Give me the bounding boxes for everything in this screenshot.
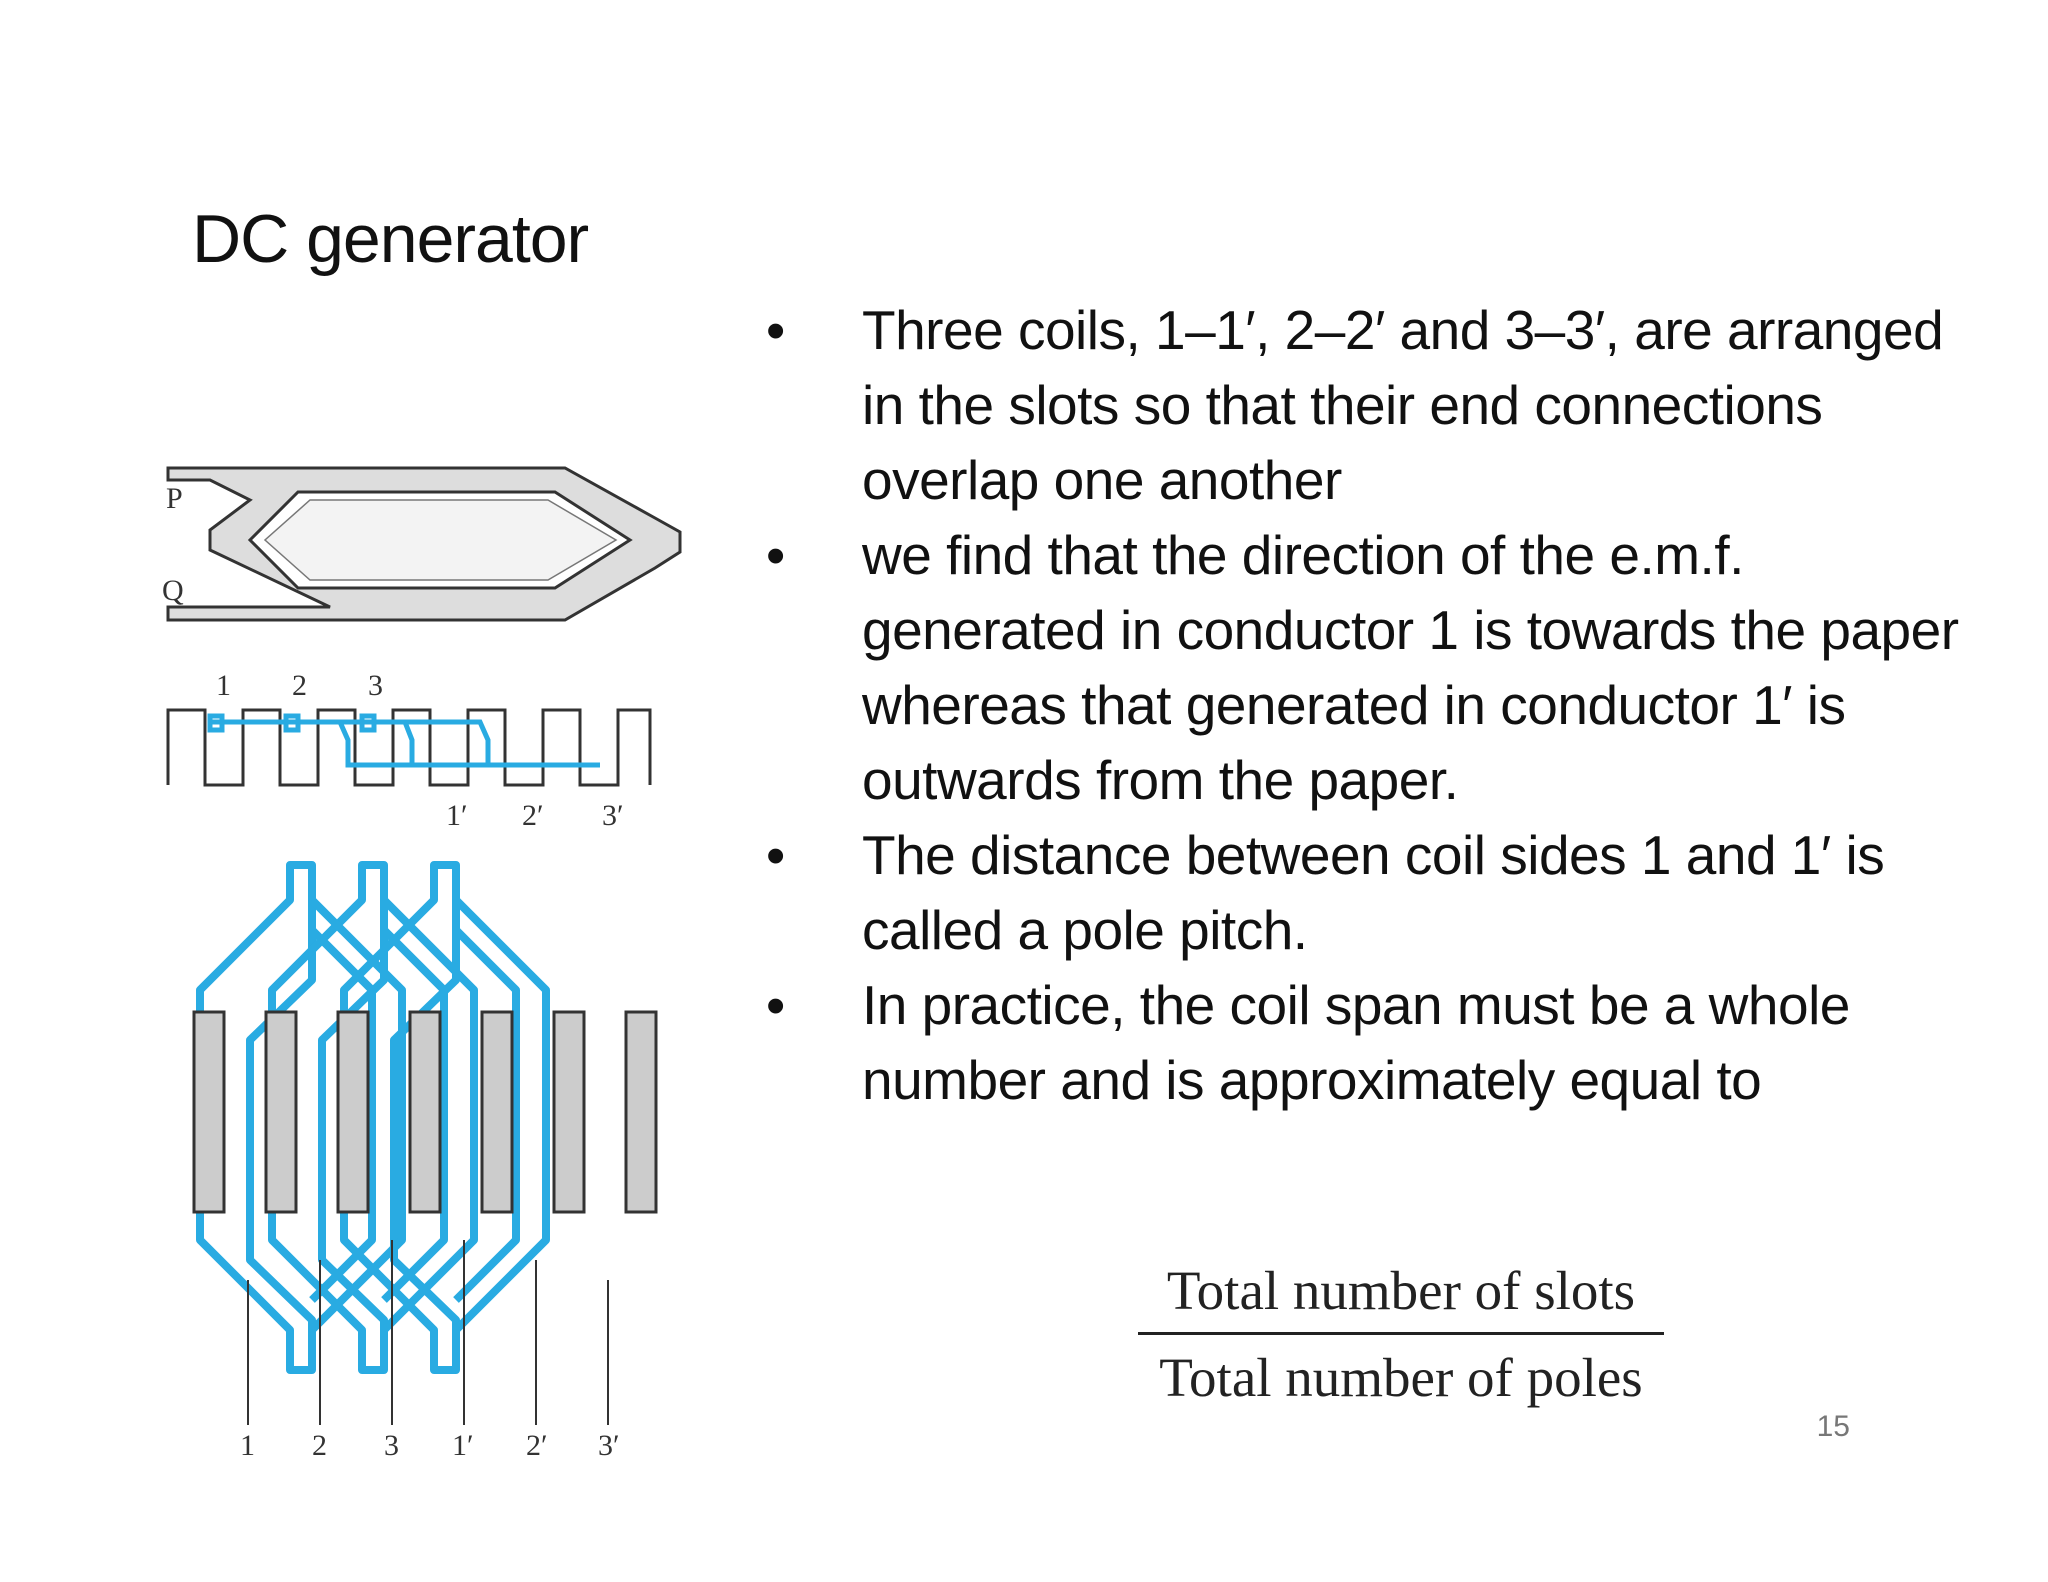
coil-span-formula: Total number of slots Total number of po… <box>1138 1256 1664 1413</box>
conductor-label: 1′ <box>452 1429 474 1460</box>
slot-label: 2 <box>292 669 307 702</box>
bullet-item: • In practice, the coil span must be a wh… <box>762 968 1962 1118</box>
lap-winding-figure: P Q 1 2 3 1′ 2′ 3′ <box>162 466 682 1460</box>
slot-label: 1′ <box>446 799 468 832</box>
conductor-label: 2′ <box>526 1429 548 1460</box>
bullet-item: • we find that the direction of the e.m.f… <box>762 518 1962 818</box>
bullet-text: The distance between coil sides 1 and 1′… <box>862 824 1885 961</box>
bullet-item: • The distance between coil sides 1 and 1… <box>762 818 1962 968</box>
conductor-label: 1 <box>240 1429 255 1460</box>
coil-label-p: P <box>166 482 183 515</box>
slot-coils <box>207 713 600 768</box>
bullet-item: • Three coils, 1–1′, 2–2′ and 3–3′, are a… <box>762 293 1962 518</box>
slot-label: 2′ <box>522 799 544 832</box>
conductor-label: 3 <box>384 1429 399 1460</box>
coil-illustration: P Q <box>162 466 682 622</box>
bullet-text: we find that the direction of the e.m.f.… <box>862 524 1959 811</box>
leader-lines <box>247 1240 609 1425</box>
formula-numerator: Total number of slots <box>1166 1260 1636 1321</box>
bullet-dot: • <box>766 524 785 586</box>
bullet-dot: • <box>766 974 785 1036</box>
slot-label: 3 <box>368 669 383 702</box>
slide-title: DC generator <box>192 201 589 277</box>
armature-slot-profile <box>166 708 652 787</box>
slot-label: 1 <box>216 669 231 702</box>
bullet-dot: • <box>766 299 785 361</box>
bullet-list: • Three coils, 1–1′, 2–2′ and 3–3′, are a… <box>762 293 1962 1118</box>
bullet-text: In practice, the coil span must be a who… <box>862 974 1850 1111</box>
winding-coils <box>196 861 550 1374</box>
formula-denominator: Total number of poles <box>1159 1347 1643 1408</box>
bullet-dot: • <box>766 824 785 886</box>
fraction-bar <box>1138 1332 1664 1335</box>
slot-label: 3′ <box>602 799 624 832</box>
commutator-bars <box>192 1010 658 1214</box>
conductor-label: 2 <box>312 1429 327 1460</box>
coil-label-q: Q <box>162 574 184 607</box>
page-number: 15 <box>1816 1410 1850 1443</box>
bullet-text: Three coils, 1–1′, 2–2′ and 3–3′, are ar… <box>862 299 1944 511</box>
conductor-label: 3′ <box>598 1429 620 1460</box>
